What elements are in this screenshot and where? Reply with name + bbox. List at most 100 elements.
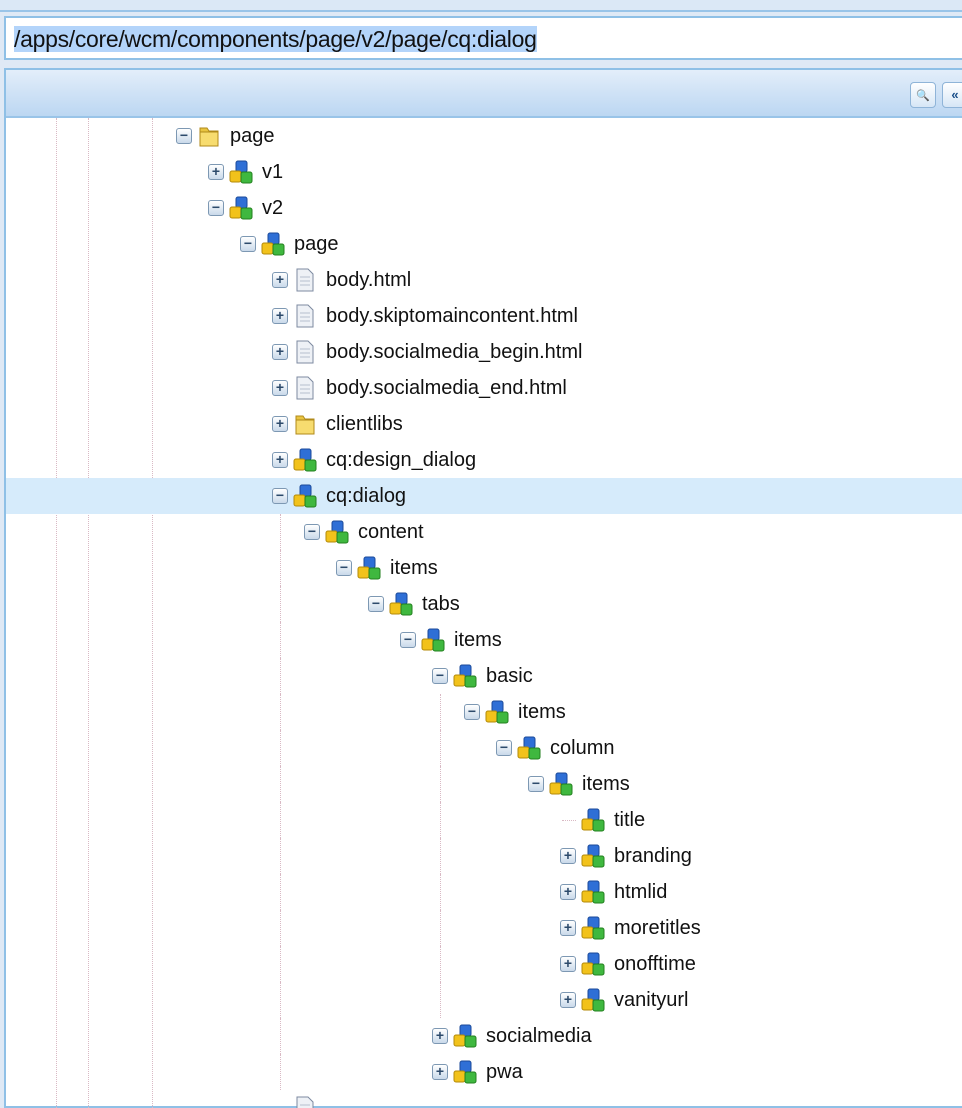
- collapse-icon[interactable]: −: [528, 776, 544, 792]
- tree-node[interactable]: +body.skiptomaincontent.html: [6, 298, 962, 334]
- binoculars-icon: 🔍: [916, 90, 930, 102]
- tree-guide-line: [280, 874, 281, 910]
- tree-node[interactable]: +socialmedia: [6, 1018, 962, 1054]
- find-button[interactable]: 🔍: [910, 82, 936, 108]
- collapse-icon[interactable]: −: [432, 668, 448, 684]
- expand-icon[interactable]: +: [272, 344, 288, 360]
- expand-icon[interactable]: +: [272, 272, 288, 288]
- component-icon: [580, 843, 606, 869]
- tree-node-label: basic: [486, 665, 533, 687]
- expand-icon[interactable]: +: [272, 308, 288, 324]
- folder-icon: [196, 123, 222, 149]
- collapse-button[interactable]: «: [942, 82, 962, 108]
- tree-guide-line: [280, 550, 281, 586]
- tree-node[interactable]: −items: [6, 550, 962, 586]
- tree-panel-header: 🔍 «: [6, 70, 962, 118]
- tree-guide-line: [280, 730, 281, 766]
- tree-node[interactable]: +branding: [6, 838, 962, 874]
- tree-node[interactable]: −page: [6, 118, 962, 154]
- tree-guide-line: [440, 910, 441, 946]
- component-icon: [292, 447, 318, 473]
- tree-guide-line: [280, 1054, 281, 1090]
- expand-icon[interactable]: +: [560, 920, 576, 936]
- tree-node[interactable]: + htmlid: [6, 874, 962, 910]
- collapse-icon[interactable]: −: [240, 236, 256, 252]
- tree-node[interactable]: − cq:dialog: [6, 478, 962, 514]
- tree-guide-line: [440, 982, 441, 1018]
- tree-node[interactable]: −column: [6, 730, 962, 766]
- tree-node-label: cq:design_dialog: [326, 449, 477, 471]
- collapse-icon[interactable]: −: [176, 128, 192, 144]
- tree-node[interactable]: + cq:design_dialog: [6, 442, 962, 478]
- tree-node-label: vanityurl: [614, 989, 689, 1011]
- tree-guide-line: [280, 658, 281, 694]
- tree-node-label: body.socialmedia_end.html: [326, 377, 567, 399]
- expand-icon[interactable]: +: [432, 1064, 448, 1080]
- path-field[interactable]: /apps/core/wcm/components/page/v2/page/c…: [4, 16, 962, 60]
- tree-node[interactable]: − items: [6, 694, 962, 730]
- tree-node[interactable]: +onofftime: [6, 946, 962, 982]
- tree-node[interactable]: + vanityurl: [6, 982, 962, 1018]
- tree-node-label: body.html: [326, 269, 412, 291]
- tree-node-label: clientlibs: [326, 413, 403, 435]
- collapse-icon[interactable]: −: [272, 488, 288, 504]
- tree-node[interactable]: + pwa: [6, 1054, 962, 1090]
- tree-guide-line: [280, 982, 281, 1018]
- expand-icon[interactable]: +: [560, 992, 576, 1008]
- folder-icon: [292, 411, 318, 437]
- tree-node-label: tabs: [422, 593, 460, 615]
- tree-node-label: htmlid: [614, 881, 668, 903]
- tree-node[interactable]: − tabs: [6, 586, 962, 622]
- tree-guide-line: [152, 118, 153, 1108]
- expand-icon[interactable]: +: [560, 956, 576, 972]
- repository-tree: −page+v1−v2−page+body.html+body.skiptoma…: [6, 118, 962, 1108]
- file-icon: [292, 1095, 318, 1108]
- file-icon: [292, 375, 318, 401]
- tree-guide-line: [440, 766, 441, 802]
- collapse-icon[interactable]: −: [336, 560, 352, 576]
- tree-node[interactable]: − basic: [6, 658, 962, 694]
- tree-node[interactable]: +moretitles: [6, 910, 962, 946]
- collapse-icon[interactable]: −: [208, 200, 224, 216]
- tree-node-label: pwa: [486, 1061, 523, 1083]
- tree-node[interactable]: − items: [6, 622, 962, 658]
- tree-node[interactable]: title: [6, 802, 962, 838]
- tree-node[interactable]: [6, 1090, 962, 1108]
- collapse-icon[interactable]: −: [368, 596, 384, 612]
- expand-icon[interactable]: +: [272, 452, 288, 468]
- tree-node-label: cq:dialog: [326, 485, 407, 507]
- tree-node-label: content: [358, 521, 424, 543]
- tree-node[interactable]: +body.socialmedia_begin.html: [6, 334, 962, 370]
- expand-icon[interactable]: +: [272, 380, 288, 396]
- component-icon: [580, 879, 606, 905]
- expand-icon[interactable]: +: [272, 416, 288, 432]
- collapse-icon[interactable]: −: [464, 704, 480, 720]
- tree-node-label: v1: [262, 161, 284, 183]
- tree-node[interactable]: + body.html: [6, 262, 962, 298]
- expand-icon[interactable]: +: [432, 1028, 448, 1044]
- tree-guide-line: [562, 820, 576, 821]
- collapse-icon[interactable]: −: [304, 524, 320, 540]
- tree-node[interactable]: + clientlibs: [6, 406, 962, 442]
- tree-guide-line: [440, 838, 441, 874]
- tree-guide-line: [88, 118, 89, 1108]
- tree-node[interactable]: + v1: [6, 154, 962, 190]
- tree-node[interactable]: −page: [6, 226, 962, 262]
- expand-icon[interactable]: +: [560, 884, 576, 900]
- tree-guide-line: [440, 694, 441, 730]
- collapse-icon[interactable]: −: [400, 632, 416, 648]
- tree-node[interactable]: − content: [6, 514, 962, 550]
- expand-icon[interactable]: +: [208, 164, 224, 180]
- component-icon: [324, 519, 350, 545]
- tree-guide-line: [56, 118, 57, 1108]
- tree-node[interactable]: −items: [6, 766, 962, 802]
- tree-node-label: items: [454, 629, 502, 651]
- expand-icon[interactable]: +: [560, 848, 576, 864]
- collapse-icon[interactable]: −: [496, 740, 512, 756]
- tree-node-label: items: [518, 701, 566, 723]
- double-chevron-left-icon: «: [951, 87, 959, 102]
- path-text: /apps/core/wcm/components/page/v2/page/c…: [14, 26, 537, 52]
- tree-node[interactable]: + body.socialmedia_end.html: [6, 370, 962, 406]
- tree-node[interactable]: −v2: [6, 190, 962, 226]
- component-icon: [580, 915, 606, 941]
